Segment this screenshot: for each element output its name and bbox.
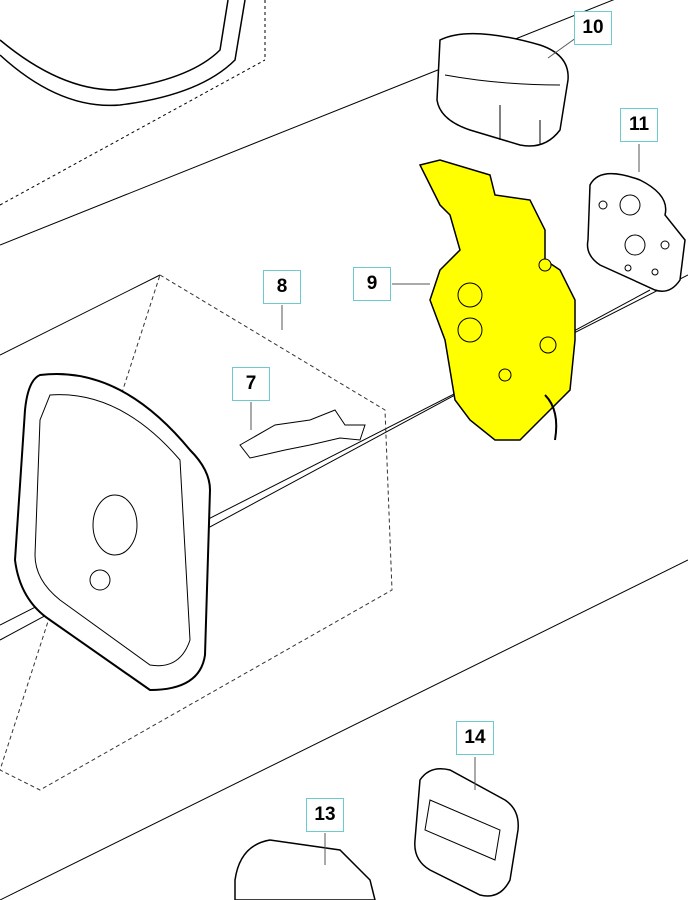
part-11-gasket [586, 172, 686, 292]
callout-14[interactable]: 14 [456, 721, 494, 755]
part-8-group-box [0, 274, 393, 791]
callout-9[interactable]: 9 [353, 267, 391, 301]
part-8-housing [13, 373, 212, 692]
callout-11[interactable]: 11 [620, 108, 658, 142]
air-filter-part [0, 0, 246, 107]
callout-13[interactable]: 13 [306, 798, 344, 832]
callout-leaders [250, 34, 640, 865]
part-9-oil-pump [418, 159, 576, 441]
part-14-gasket [414, 768, 519, 897]
part-7-fitting [239, 409, 366, 459]
callout-8[interactable]: 8 [263, 270, 301, 304]
part-13-part [234, 839, 376, 900]
callout-10[interactable]: 10 [574, 11, 612, 45]
callout-7[interactable]: 7 [232, 367, 270, 401]
part-10-cover [436, 32, 569, 147]
